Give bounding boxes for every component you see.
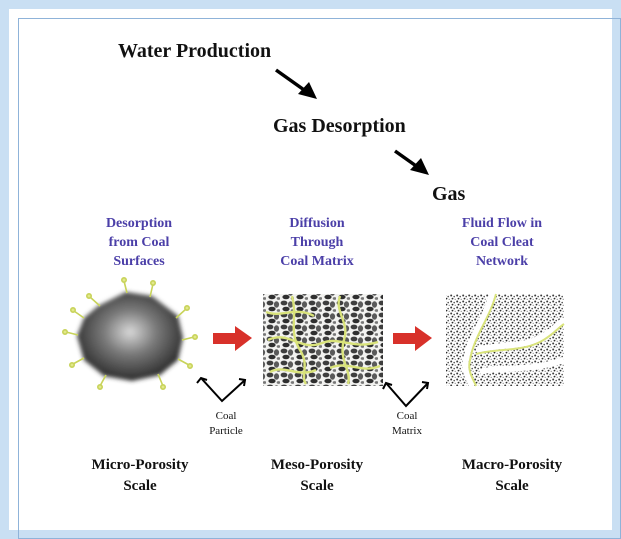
flow-arrow-1 [274,68,317,99]
macro-porosity-label: Macro-Porosity Scale [461,457,563,494]
red-arrow-1 [213,326,252,351]
micro-porosity-label: Micro-Porosity Scale [91,457,189,494]
water-production-label: Water Production [118,40,272,62]
coal-matrix-label: Coal Matrix [392,410,422,437]
coal-particle-image [61,276,199,390]
fluid-flow-heading: Fluid Flow in Coal Cleat Network [461,216,543,269]
coal-matrix-image [263,294,383,386]
diffusion-heading: Diffusion Through Coal Matrix [280,216,354,269]
coal-particle-label: Coal Particle [209,410,243,437]
flow-arrow-2 [393,149,429,175]
coal-particle-pointer [196,376,247,403]
red-arrow-2 [393,326,432,351]
coal-cleat-image [446,293,566,388]
gas-desorption-label: Gas Desorption [273,115,406,137]
desorption-heading: Desorption from Coal Surfaces [105,216,173,269]
coal-matrix-pointer [382,381,430,408]
gas-label: Gas [432,183,466,205]
meso-porosity-label: Meso-Porosity Scale [270,457,364,494]
